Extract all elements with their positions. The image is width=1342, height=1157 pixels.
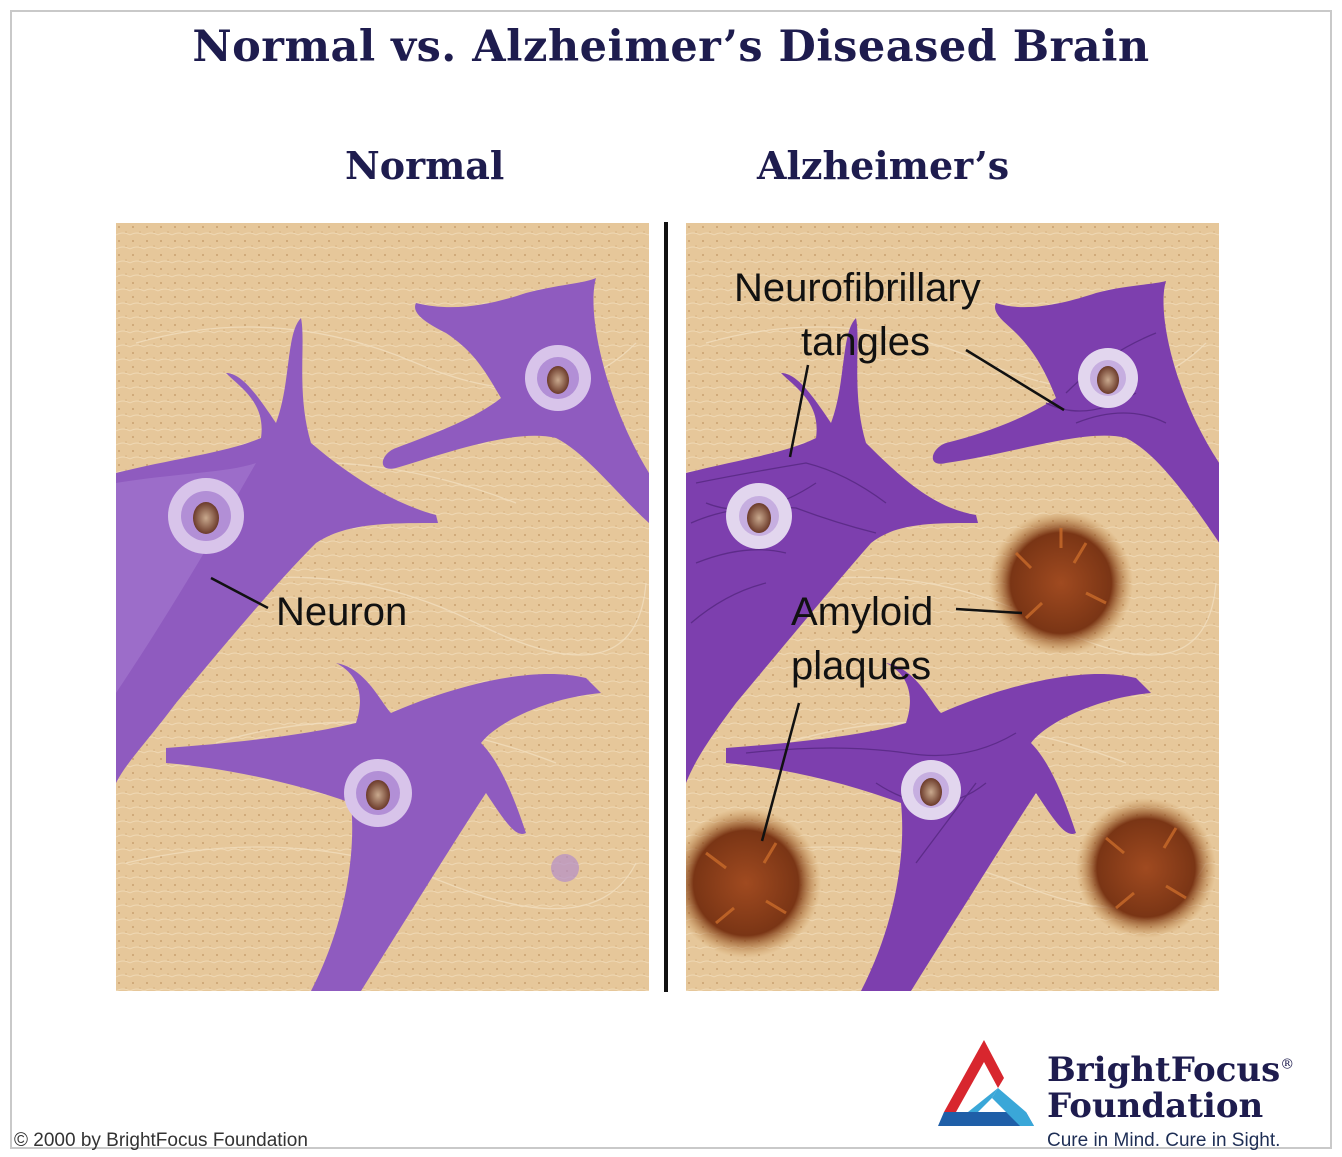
registered-mark: ®	[1280, 1057, 1294, 1073]
brand-name-line1: BrightFocus®	[1047, 1050, 1294, 1090]
alzheimers-brain-illustration: Neurofibrillary tangles Amyloid plaques	[686, 223, 1219, 991]
alzheimers-heading: Alzheimer’s	[757, 143, 1009, 188]
figure-title: Normal vs. Alzheimer’s Diseased Brain	[0, 22, 1342, 72]
tangles-label-line2: tangles	[801, 320, 930, 364]
brightfocus-logo-icon	[938, 1036, 1038, 1132]
brand-name-line2: Foundation	[1047, 1086, 1263, 1126]
normal-brain-illustration: Neuron	[116, 223, 649, 991]
normal-brain-panel: Neuron	[116, 223, 649, 991]
brand-tagline: Cure in Mind. Cure in Sight.	[1047, 1130, 1280, 1152]
copyright-notice: © 2000 by BrightFocus Foundation	[14, 1130, 308, 1152]
plaques-label-line1: Amyloid	[791, 590, 933, 634]
neuron-label: Neuron	[276, 590, 407, 634]
amyloid-plaque-lower-right	[1076, 798, 1216, 938]
tangles-label-line1: Neurofibrillary	[734, 266, 981, 310]
panel-divider	[664, 222, 668, 992]
alzheimers-brain-panel: Neurofibrillary tangles Amyloid plaques	[686, 223, 1219, 991]
plaques-label-line2: plaques	[791, 644, 931, 688]
amyloid-plaque-upper	[989, 511, 1133, 655]
normal-heading: Normal	[345, 143, 504, 188]
